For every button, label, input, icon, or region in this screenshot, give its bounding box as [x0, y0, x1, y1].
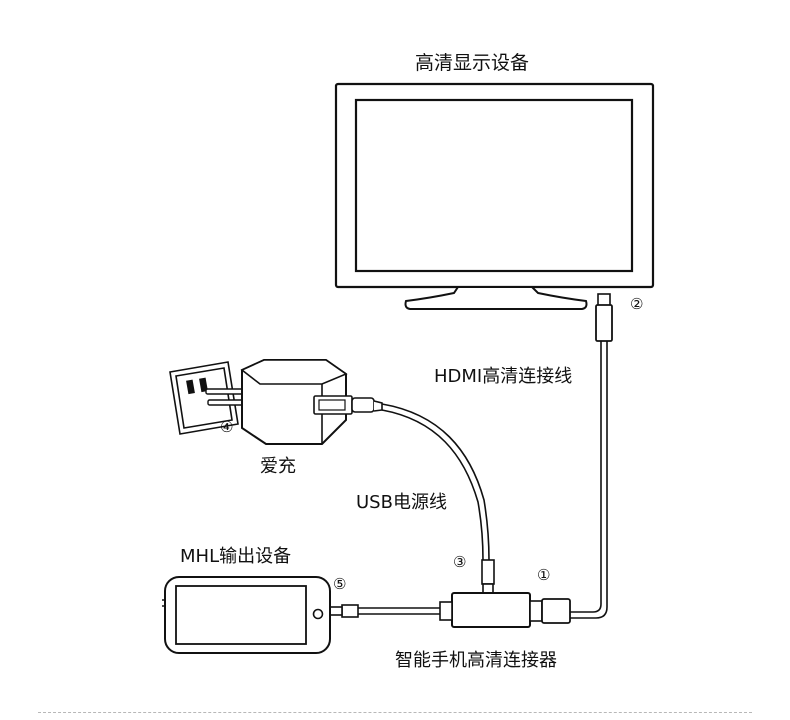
hdmi-cable-label: HDMI高清连接线 — [434, 366, 573, 387]
hdmi-cable — [570, 293, 613, 619]
display-device-label: 高清显示设备 — [415, 52, 530, 74]
marker-3: ③ — [453, 553, 467, 571]
usb-cable — [381, 403, 495, 594]
bottom-divider — [38, 712, 752, 713]
charger-illustration — [240, 359, 348, 445]
marker-2: ② — [630, 295, 644, 313]
charger-prongs — [205, 388, 247, 406]
wall-socket — [169, 361, 239, 435]
mhl-device-label: MHL输出设备 — [180, 546, 292, 567]
monitor-illustration — [334, 82, 655, 310]
usb-plug-charger — [313, 395, 383, 415]
hd-connector — [439, 592, 571, 628]
connector-label: 智能手机高清连接器 — [395, 650, 557, 671]
marker-4: ④ — [220, 418, 234, 436]
charger-label: 爱充 — [260, 456, 296, 477]
usb-cable-label: USB电源线 — [356, 492, 447, 513]
phone-cable — [329, 604, 440, 618]
marker-5: ⑤ — [333, 575, 347, 593]
marker-1: ① — [537, 566, 551, 584]
phone-illustration — [162, 576, 331, 654]
